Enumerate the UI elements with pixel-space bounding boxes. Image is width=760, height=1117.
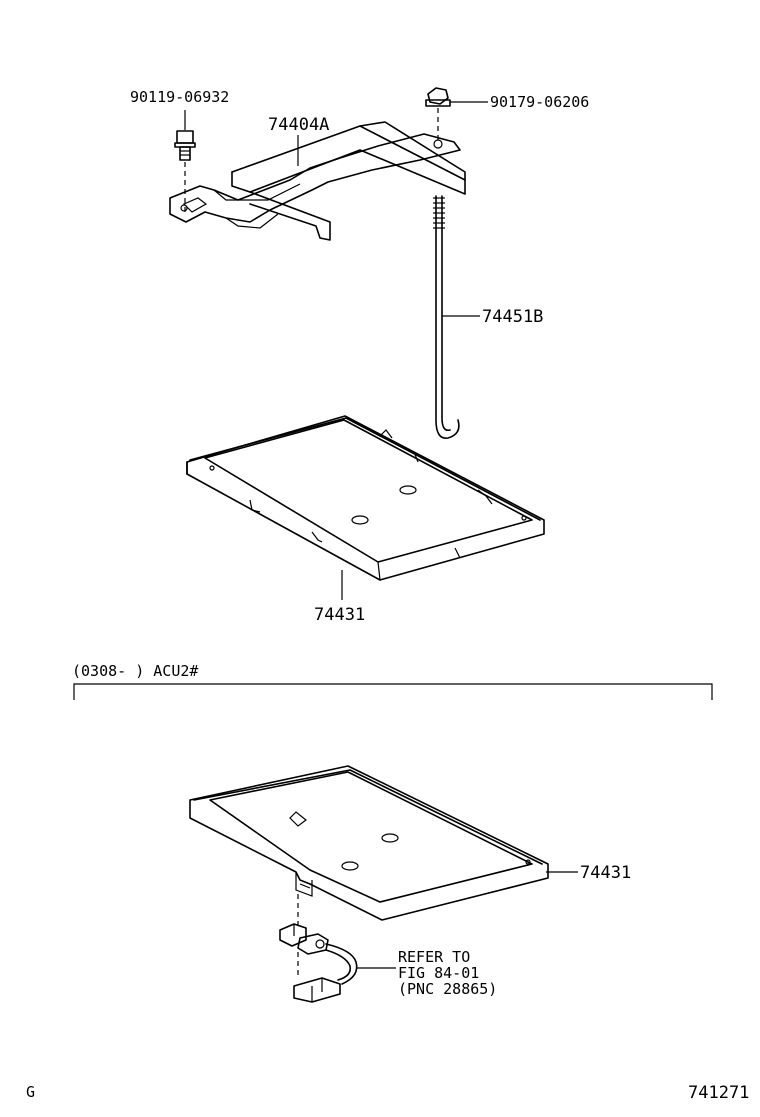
label-rod: 74451B — [482, 307, 543, 327]
battery-tray-top — [186, 415, 545, 581]
refer-note-line1: REFER TO — [398, 948, 470, 966]
rod-74451B — [433, 195, 480, 439]
figure-number: 741271 — [688, 1083, 749, 1103]
label-clamp: 74404A — [268, 115, 329, 135]
clamp-74404A — [169, 133, 461, 229]
label-nut: 90179-06206 — [490, 93, 589, 111]
label-tray-bottom: 74431 — [580, 863, 631, 883]
refer-note-line2: FIG 84-01 — [398, 964, 479, 982]
nut-90179-06206 — [425, 87, 488, 142]
condition-label: (0308- ) ACU2# — [72, 662, 198, 680]
battery-tray-bottom — [189, 765, 549, 921]
label-bolt: 90119-06932 — [130, 88, 229, 106]
battery-sensor — [279, 894, 396, 1003]
condition-bracket — [73, 683, 713, 700]
refer-note-line3: (PNC 28865) — [398, 980, 497, 998]
corner-code: G — [26, 1083, 35, 1101]
bolt-90119-06932 — [174, 110, 196, 212]
label-tray-top: 74431 — [314, 605, 365, 625]
